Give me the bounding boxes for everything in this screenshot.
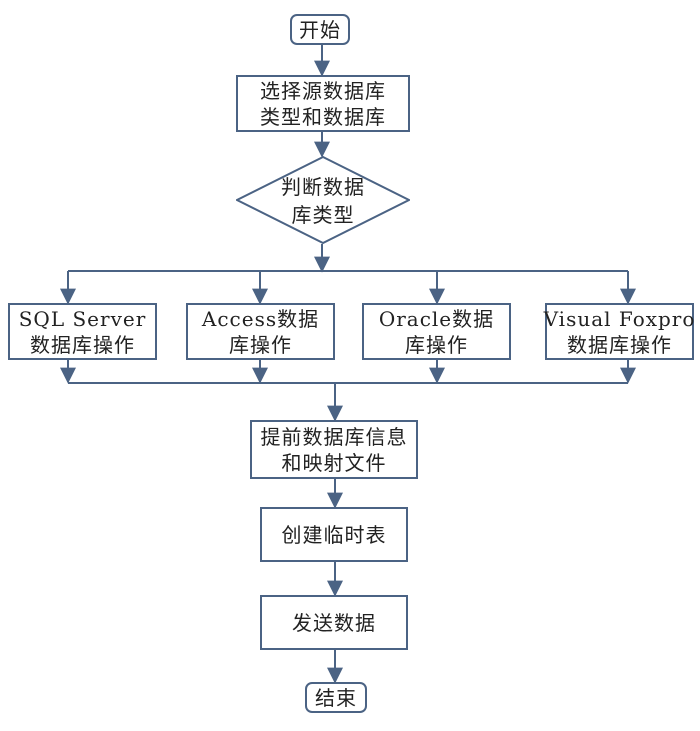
sql-server-line2: 数据库操作 [30, 332, 135, 357]
access-line1: Access数据 [201, 306, 320, 331]
judge-type-text: 判断数据 库类型 [236, 166, 410, 236]
select-source-line2: 类型和数据库 [260, 104, 386, 129]
access-node: Access数据 库操作 [186, 303, 335, 360]
end-label: 结束 [315, 685, 357, 710]
start-node: 开始 [290, 14, 350, 45]
sql-server-node: SQL Server 数据库操作 [8, 303, 157, 360]
judge-type-diamond [236, 156, 410, 244]
select-source-node: 选择源数据库 类型和数据库 [236, 75, 410, 132]
create-temp-node: 创建临时表 [260, 507, 408, 562]
send-data-node: 发送数据 [260, 595, 408, 650]
send-data-label: 发送数据 [292, 610, 376, 635]
extract-info-line2: 和映射文件 [281, 450, 387, 475]
extract-info-line1: 提前数据库信息 [260, 424, 408, 449]
extract-info-node: 提前数据库信息 和映射文件 [250, 420, 418, 479]
visual-foxpro-line1: Visual Foxpro [543, 306, 696, 331]
oracle-line1: Oracle数据 [378, 306, 495, 331]
start-label: 开始 [299, 17, 341, 42]
select-source-line1: 选择源数据库 [260, 78, 386, 103]
oracle-node: Oracle数据 库操作 [362, 303, 511, 360]
create-temp-label: 创建临时表 [281, 522, 387, 547]
access-line2: 库操作 [229, 332, 292, 357]
visual-foxpro-node: Visual Foxpro 数据库操作 [543, 303, 696, 360]
end-node: 结束 [305, 682, 367, 713]
judge-type-line1: 判断数据 [281, 175, 365, 199]
sql-server-line1: SQL Server [18, 306, 147, 331]
visual-foxpro-line2: 数据库操作 [567, 332, 672, 357]
judge-type-line2: 库类型 [291, 203, 355, 227]
oracle-line2: 库操作 [405, 332, 468, 357]
